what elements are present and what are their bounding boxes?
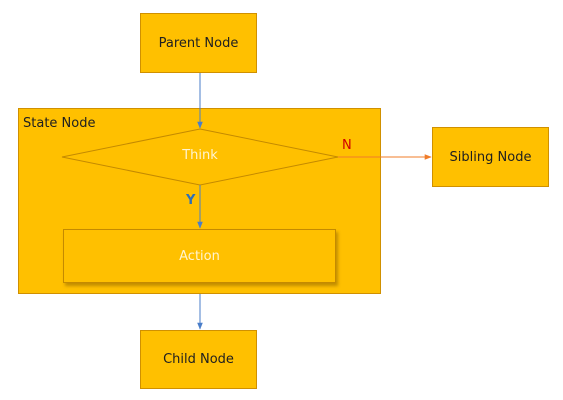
state-node-label: State Node — [23, 116, 96, 131]
edge-no-label: N — [342, 138, 352, 153]
parent-node: Parent Node — [140, 13, 257, 73]
action-node-label: Action — [179, 248, 220, 264]
edge-yes-label: Y — [186, 193, 196, 208]
think-node-label: Think — [182, 148, 218, 163]
action-node: Action — [63, 229, 336, 283]
child-node: Child Node — [140, 330, 257, 389]
sibling-node-label: Sibling Node — [449, 149, 532, 165]
sibling-node: Sibling Node — [432, 127, 549, 187]
child-node-label: Child Node — [163, 352, 234, 367]
parent-node-label: Parent Node — [158, 35, 239, 51]
